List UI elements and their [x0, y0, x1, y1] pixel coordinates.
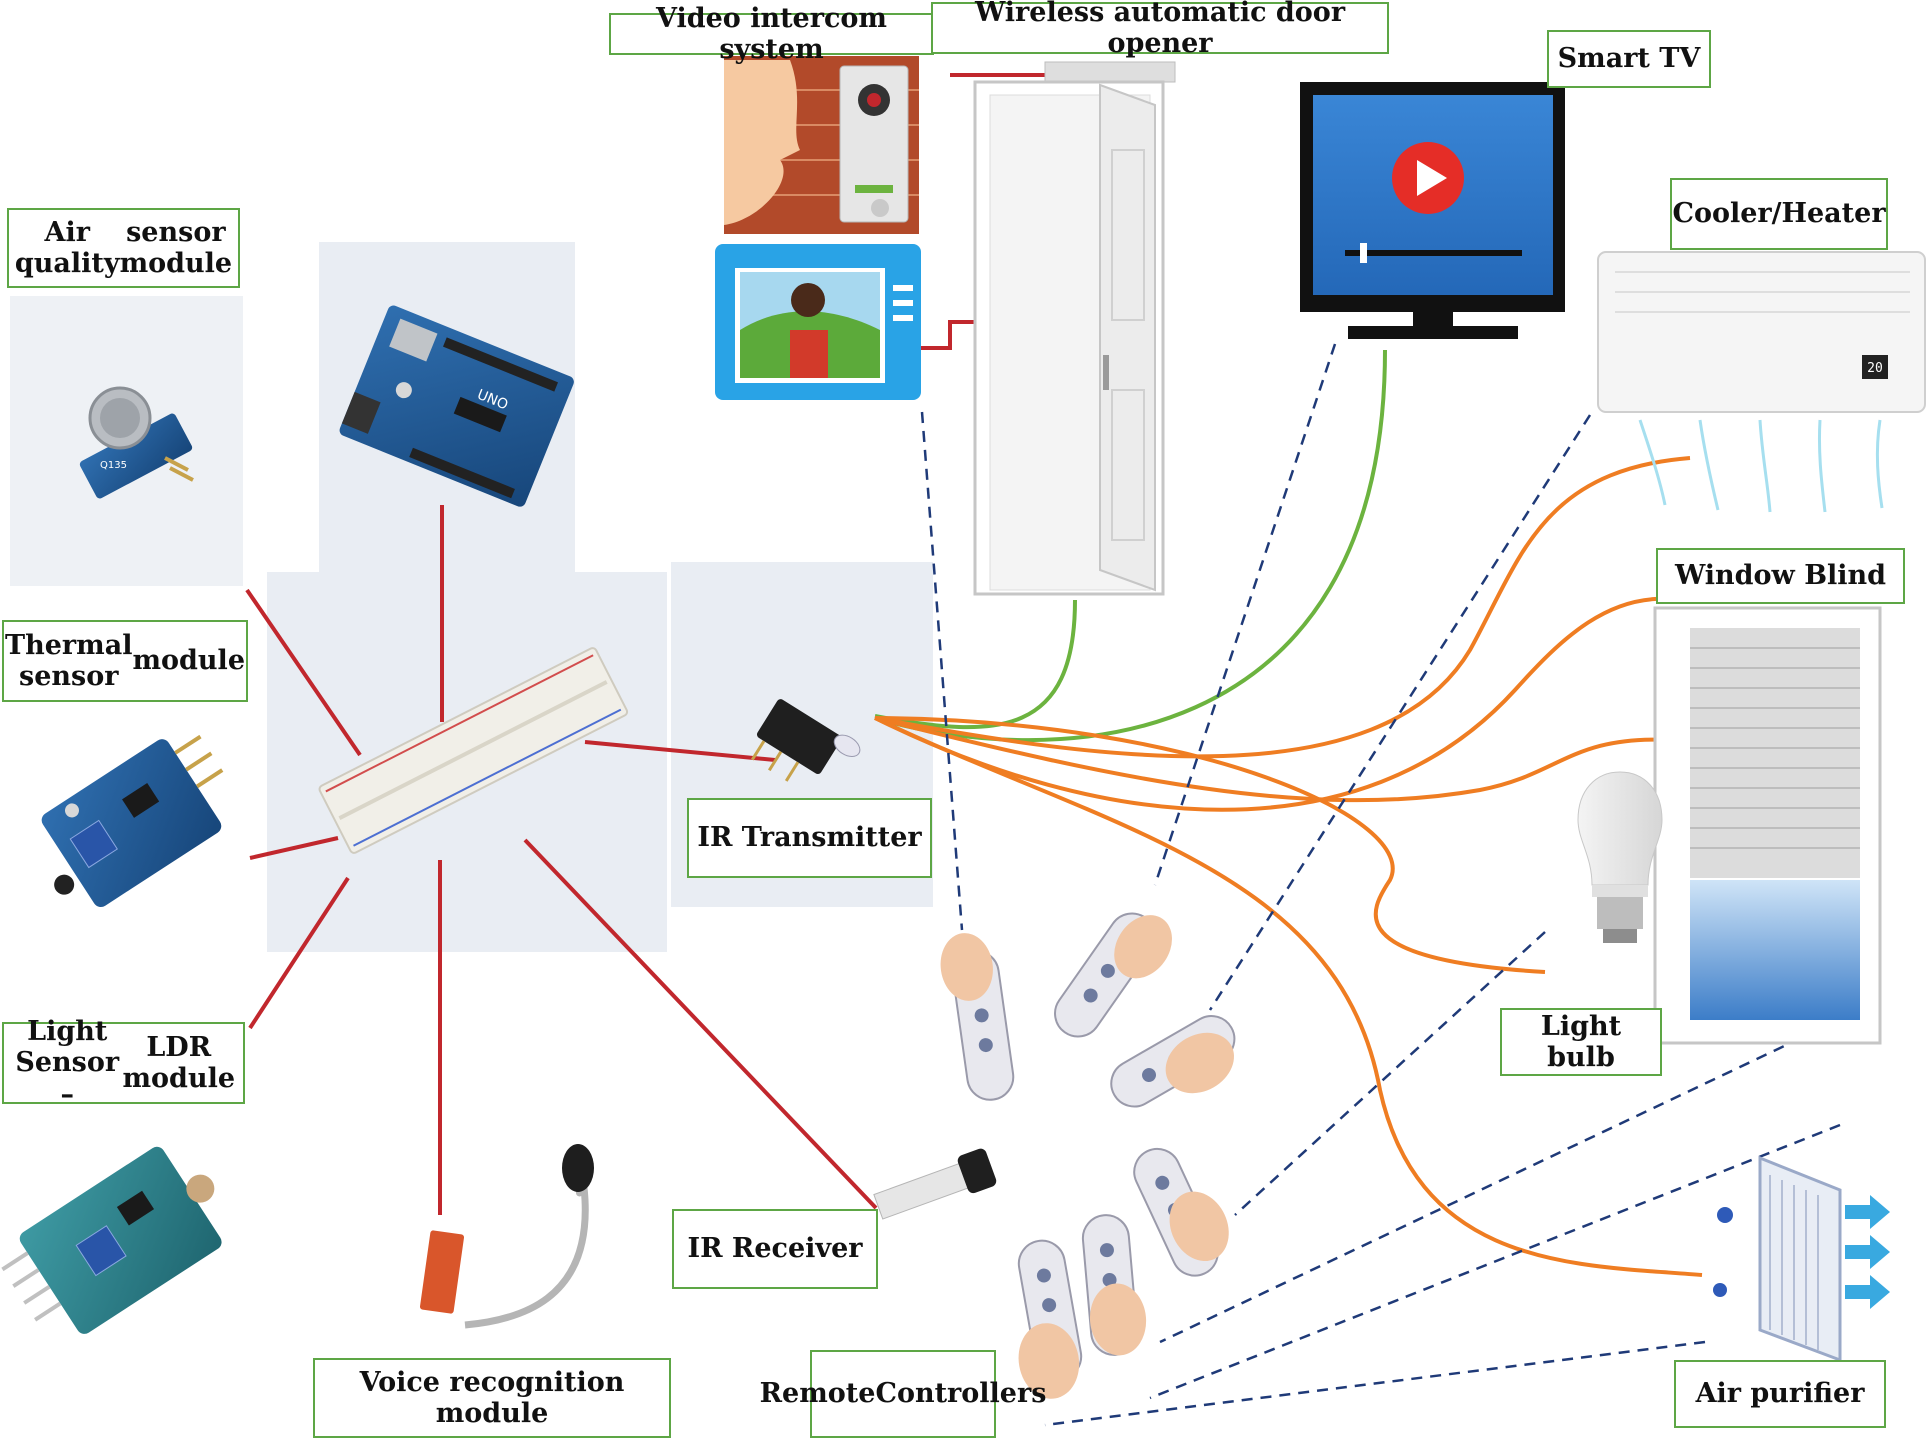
- intercom-monitor-picture: [715, 244, 921, 400]
- ir-transmitter-picture: [751, 699, 861, 782]
- label-ir-receiver: IR Receiver: [672, 1209, 878, 1289]
- label-cooler-heater: Cooler/Heater: [1670, 178, 1888, 250]
- label-light-bulb: Light bulb: [1500, 1008, 1662, 1076]
- green-wires: [874, 349, 1387, 743]
- label-door-opener: Wireless automatic door opener: [931, 0, 1389, 59]
- label-line: Video intercom system: [656, 2, 887, 65]
- label-line: Thermal sensor: [5, 629, 133, 692]
- label-line: Cooler/Heater: [1672, 198, 1886, 230]
- cooler-heater-picture: 20: [1597, 251, 1926, 513]
- video-intercom-picture: [724, 56, 919, 234]
- thermal-sensor-picture: [41, 734, 224, 907]
- door-picture: [973, 61, 1176, 596]
- label-line: module: [132, 645, 245, 677]
- label-line: Voice recognition module: [359, 1366, 625, 1429]
- arduino-board-picture: UNO: [339, 305, 574, 507]
- label-line: Remote: [759, 1378, 876, 1410]
- label-line: Light Sensor –: [15, 1016, 120, 1110]
- svg-text:20: 20: [1867, 361, 1883, 376]
- air-quality-sensor-picture: Q135: [79, 386, 194, 499]
- label-line: Air purifier: [1695, 1378, 1865, 1410]
- ir-receiver-picture: [873, 1148, 997, 1220]
- label-line: LDR module: [122, 1031, 236, 1094]
- label-line: IR Receiver: [687, 1233, 863, 1265]
- label-line: Window Blind: [1674, 560, 1887, 592]
- label-window-blind: Window Blind: [1656, 548, 1905, 604]
- ir-dashed-lines: [920, 343, 1841, 1427]
- label-light-sensor-ldr: Light Sensor – LDR module: [2, 1016, 245, 1110]
- label-thermal-sensor: Thermal sensor module: [2, 620, 248, 702]
- breadboard-picture: [318, 647, 629, 854]
- label-line: Wireless automatic door opener: [974, 0, 1346, 59]
- label-line: Smart TV: [1557, 43, 1701, 75]
- light-bulb-picture: [1577, 771, 1663, 943]
- label-air-quality-sensor: Air quality sensor module: [7, 208, 240, 288]
- label-line: sensor module: [119, 216, 233, 279]
- label-line: Light bulb: [1540, 1010, 1622, 1073]
- orange-wires: [874, 456, 1703, 1277]
- ldr-module-picture: [1, 1146, 222, 1334]
- label-remote-controllers: Remote Controllers: [760, 1350, 1046, 1438]
- red-wires: [245, 70, 1064, 1215]
- smart-tv-picture: [1300, 82, 1565, 339]
- label-air-purifier: Air purifier: [1674, 1360, 1886, 1428]
- voice-module-picture: [419, 1144, 594, 1329]
- svg-text:Q135: Q135: [100, 460, 127, 471]
- label-voice-recognition: Voice recognition module: [313, 1358, 671, 1438]
- air-purifier-picture: [1713, 1155, 1890, 1363]
- label-smart-tv: Smart TV: [1547, 30, 1711, 88]
- remote-controllers-picture: [940, 912, 1236, 1399]
- label-line: Air quality: [14, 216, 120, 279]
- label-video-intercom: Video intercom system: [609, 3, 934, 65]
- window-blind-picture: [1653, 606, 1882, 1045]
- label-line: Controllers: [875, 1378, 1047, 1410]
- label-ir-transmitter: IR Transmitter: [687, 798, 932, 878]
- label-line: IR Transmitter: [697, 822, 922, 854]
